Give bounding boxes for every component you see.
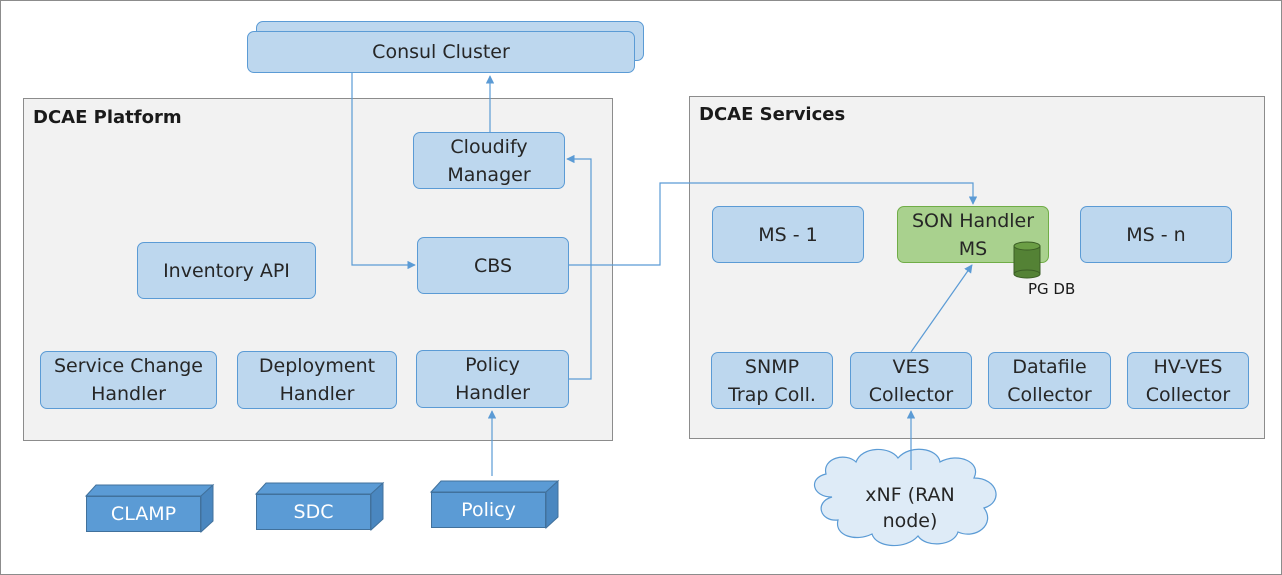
policy-cube-shape (429, 479, 560, 530)
service-change-handler-box: Service Change Handler (40, 351, 217, 409)
cloudify-manager-box: Cloudify Manager (413, 132, 565, 189)
inventory-api-box: Inventory API (137, 242, 316, 299)
datafile-collector-box: Datafile Collector (988, 352, 1111, 409)
ms-n-box: MS - n (1080, 206, 1232, 263)
deployment-handler-box: Deployment Handler (237, 351, 397, 409)
ms-1-box: MS - 1 (712, 206, 864, 263)
dcae-services-title: DCAE Services (699, 104, 846, 125)
cbs-box: CBS (417, 237, 569, 294)
consul-cluster-box: Consul Cluster (247, 31, 635, 73)
hv-ves-collector-box: HV-VES Collector (1127, 352, 1249, 409)
clamp-cube-shape (84, 483, 215, 534)
pg-db-label: PG DB (1028, 280, 1076, 298)
pg-db-cylinder-icon (1013, 241, 1041, 279)
xnf-ran-node-label: xNF (RAN node) (865, 484, 955, 532)
snmp-trap-collector-box: SNMP Trap Coll. (711, 352, 833, 409)
dcae-platform-title: DCAE Platform (33, 107, 182, 128)
xnf-cloud-shape (814, 448, 997, 547)
policy-handler-box: Policy Handler (416, 350, 569, 408)
sdc-box: SDC (256, 494, 371, 530)
ves-collector-box: VES Collector (850, 352, 972, 409)
sdc-cube-shape (254, 481, 385, 532)
